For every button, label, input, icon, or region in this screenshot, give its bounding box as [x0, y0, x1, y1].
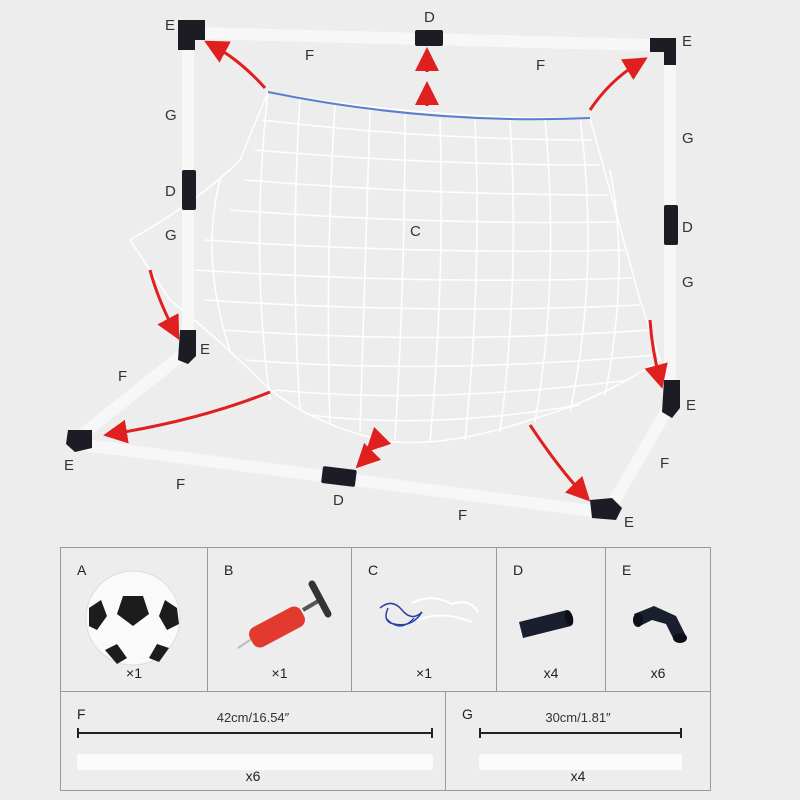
label-front-center-coupler: D — [333, 492, 344, 509]
elbow-connector-icon — [633, 606, 687, 643]
label-right-coupler: D — [682, 219, 693, 236]
part-letter: B — [224, 562, 234, 578]
label-front-left-pipe: F — [176, 476, 185, 493]
label-left-side-pipe: F — [118, 368, 127, 385]
elbow-connector-icon — [650, 38, 676, 65]
part-letter: D — [513, 562, 524, 578]
dimension-ruler — [479, 728, 682, 738]
part-cell-a: A ×1 — [60, 547, 208, 692]
label-net: C — [410, 223, 421, 240]
part-cell-c: C ×1 — [351, 547, 497, 692]
tube-cell-f: F 42cm/16.54″ x6 — [60, 691, 446, 791]
label-right-side-pipe: F — [660, 455, 669, 472]
elbow-connector-icon — [178, 330, 196, 364]
tube-qty: x4 — [570, 768, 586, 784]
dimension-ruler — [77, 728, 433, 738]
elbow-connector-icon — [66, 430, 92, 452]
tube-g-pipe — [479, 754, 682, 770]
label-right-bottom-corner: E — [686, 397, 696, 414]
label-top-left-pipe: F — [305, 47, 314, 64]
tube-length: 42cm/16.54″ — [216, 710, 290, 725]
tube-cell-g: G 30cm/1.81″ x4 — [445, 691, 711, 791]
air-pump-icon — [237, 580, 332, 649]
tube-f-pipe — [77, 754, 433, 770]
tube-length: 30cm/1.81″ — [545, 710, 611, 725]
assembly-arrows — [103, 40, 668, 502]
label-front-right-pipe: F — [458, 507, 467, 524]
label-left-bottom-corner: E — [200, 341, 210, 358]
tube-letter: F — [77, 706, 86, 722]
net-top-cord — [267, 91, 591, 121]
elbow-connector-icon — [590, 498, 622, 520]
label-right-lower-pipe: G — [682, 274, 694, 291]
label-top-center-coupler: D — [424, 9, 435, 26]
coupler-icon — [182, 170, 196, 210]
coupler-icon — [415, 30, 443, 46]
part-qty: x4 — [543, 665, 559, 681]
label-left-lower-pipe: G — [165, 227, 177, 244]
part-qty: x6 — [650, 665, 666, 681]
part-letter: C — [368, 562, 379, 578]
label-top-right-pipe: F — [536, 57, 545, 74]
part-letter: E — [622, 562, 632, 578]
coupler-icon — [664, 205, 678, 245]
label-left-coupler: D — [165, 183, 176, 200]
label-top-right-corner: E — [682, 33, 692, 50]
label-front-right-corner: E — [624, 514, 634, 531]
tube-qty: x6 — [245, 768, 261, 784]
part-cell-d: D x4 — [496, 547, 606, 692]
part-letter: A — [77, 562, 87, 578]
coupler-icon — [321, 466, 357, 487]
elbow-connector-icon — [178, 20, 205, 50]
part-qty: ×1 — [126, 665, 142, 681]
tube-letter: G — [462, 706, 473, 722]
label-top-left-corner: E — [165, 17, 175, 34]
part-qty: ×1 — [271, 665, 288, 681]
goal-frame-diagram: E D E F F G D G G D G F E E F E F D F E … — [64, 9, 696, 531]
label-right-upper-pipe: G — [682, 130, 694, 147]
net-bundle-icon — [379, 597, 479, 627]
part-qty: ×1 — [416, 665, 432, 681]
goal-net — [128, 91, 661, 444]
elbow-connector-icon — [662, 380, 680, 418]
coupler-icon — [519, 610, 574, 638]
frame-pipes — [72, 27, 676, 518]
part-cell-b: B ×1 — [207, 547, 352, 692]
label-left-upper-pipe: G — [165, 107, 177, 124]
part-cell-e: E x6 — [605, 547, 711, 692]
label-front-left-corner: E — [64, 457, 74, 474]
soccer-ball-icon — [85, 570, 181, 666]
frame-connectors — [66, 20, 680, 520]
